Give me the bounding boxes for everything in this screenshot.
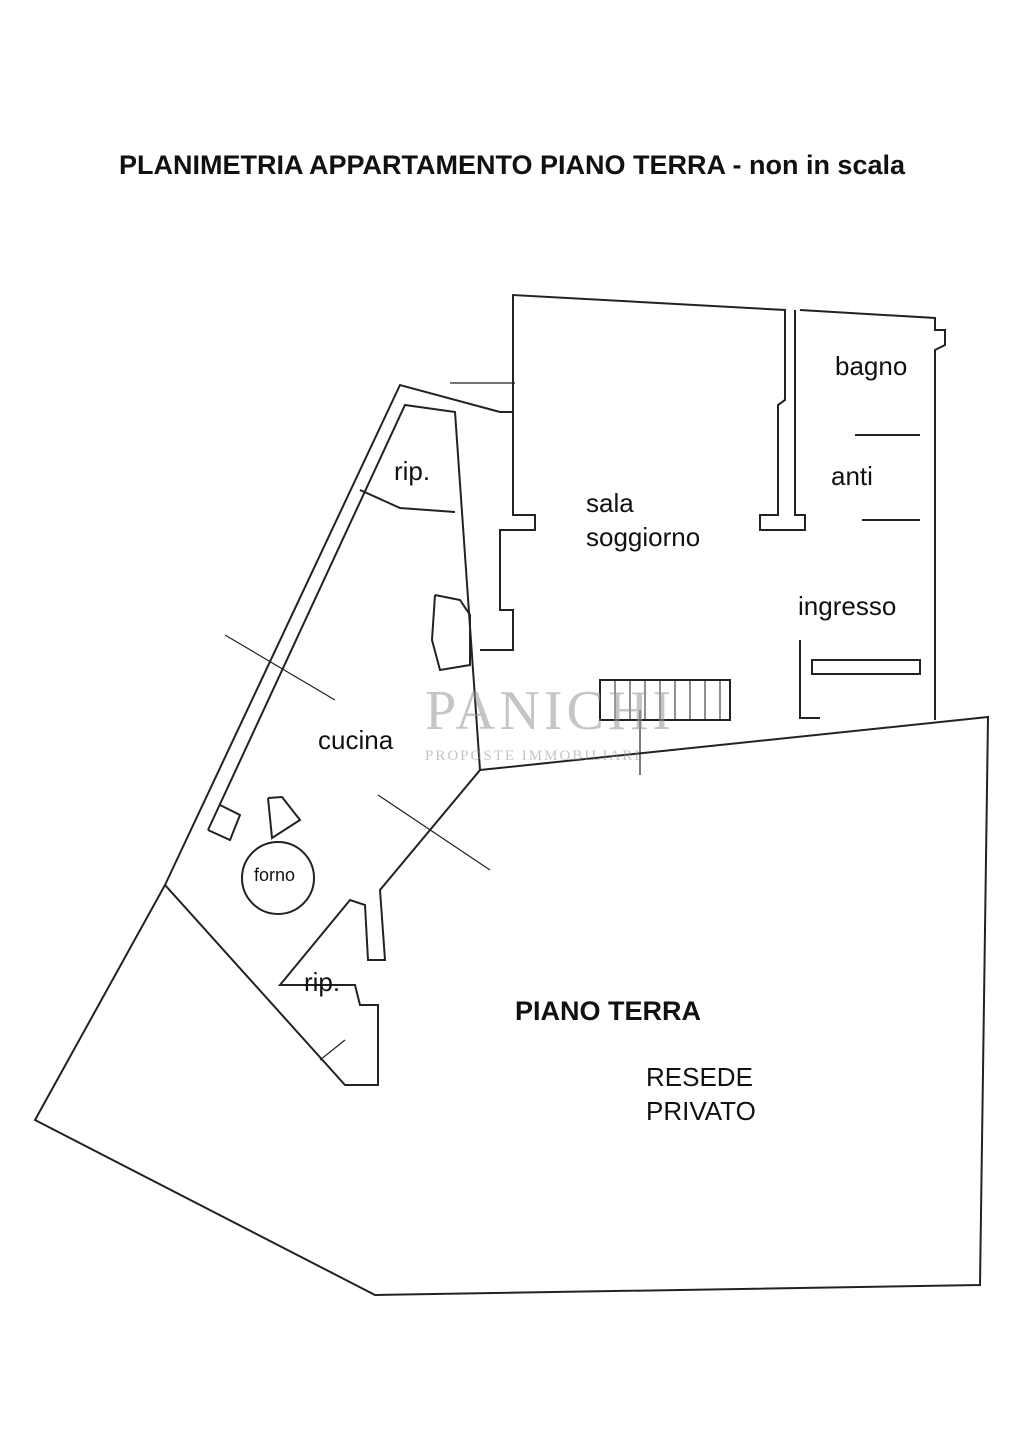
forno-oven — [241, 841, 315, 915]
left-wing-outer-wall — [164, 383, 501, 886]
room-label-forno: forno — [254, 865, 296, 885]
room-label-sala-2: soggiorno — [586, 522, 701, 552]
sala-left-wall — [480, 412, 536, 651]
watermark-logo: PANICHI PROPOSTE IMMOBILIARI — [425, 680, 685, 766]
kitchen-counter — [207, 804, 242, 842]
area-label-resede-1: RESEDE — [646, 1062, 753, 1092]
room-label-bagno: bagno — [835, 351, 908, 381]
plan-title: PLANIMETRIA APPARTAMENTO PIANO TERRA - n… — [118, 150, 906, 180]
stair-steps — [614, 680, 721, 720]
ingresso-window — [811, 659, 921, 675]
bagno-walls — [799, 309, 946, 720]
watermark-line2: PROPOSTE IMMOBILIARI — [425, 748, 642, 764]
section-lines — [224, 382, 641, 1061]
rip-partition — [359, 489, 456, 513]
room-label-cucina: cucina — [318, 725, 394, 755]
small-stair — [430, 594, 471, 672]
room-label-ingresso: ingresso — [798, 591, 897, 621]
room-label-sala-1: sala — [586, 488, 634, 518]
room-label-rip-upper: rip. — [394, 456, 431, 486]
staircase — [599, 679, 731, 721]
area-label-resede-2: PRIVATO — [646, 1096, 756, 1126]
room-label-anti: anti — [831, 461, 873, 491]
floor-label: PIANO TERRA — [515, 996, 702, 1026]
watermark-line1: PANICHI — [425, 680, 675, 742]
room-label-rip-lower: rip. — [304, 967, 341, 997]
kitchen-nook — [267, 795, 302, 840]
resede-boundary — [33, 715, 990, 1297]
ingresso-wall — [799, 640, 820, 719]
sala-walls — [500, 293, 806, 531]
left-wing-inner-wall — [164, 403, 482, 1086]
